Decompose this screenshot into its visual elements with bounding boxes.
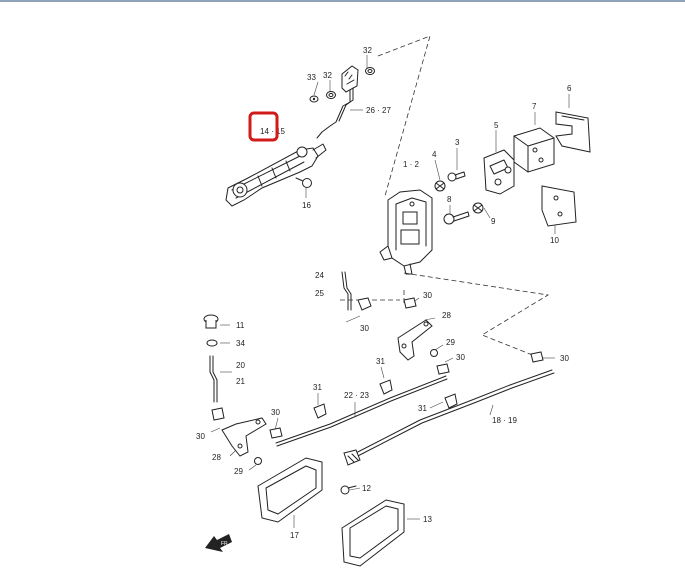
part-18-19-cable [343, 369, 555, 466]
callout-20: 20 [236, 361, 245, 370]
callout-22-23: 22 · 23 [344, 391, 369, 400]
callout-12: 12 [362, 484, 371, 493]
callout-3: 3 [455, 138, 460, 147]
part-4-washer [434, 180, 446, 192]
part-28-lever-lower [221, 417, 267, 457]
highlight-box [248, 111, 279, 142]
part-29-clip-lower [254, 457, 262, 465]
part-12-screw [340, 485, 357, 495]
part-3-screw [447, 171, 466, 182]
callout-28: 28 [442, 311, 451, 320]
callout-11: 11 [236, 321, 245, 330]
callout-33: 33 [307, 73, 316, 82]
part-24-25-rod [341, 271, 352, 311]
callout-30: 30 [360, 324, 369, 333]
callout-7: 7 [532, 102, 537, 111]
callout-5: 5 [494, 121, 499, 130]
part-31-clip-c [444, 393, 458, 409]
part-9-washer [472, 202, 484, 214]
part-30-clip-f [269, 427, 283, 439]
callout-28: 28 [212, 453, 221, 462]
reference-lines [340, 35, 550, 357]
part-32-washer-upper [365, 67, 375, 75]
top-border [0, 0, 685, 2]
part-5-striker [483, 149, 515, 195]
callout-10: 10 [550, 236, 559, 245]
callout-25: 25 [315, 289, 324, 298]
callout-9: 9 [491, 217, 496, 226]
callout-8: 8 [447, 195, 452, 204]
callout-31: 31 [376, 357, 385, 366]
callout-29: 29 [234, 467, 243, 476]
callout-30: 30 [271, 408, 280, 417]
part-6-plate [555, 111, 591, 153]
part-32-washer-lower [326, 91, 336, 99]
callout-30: 30 [423, 291, 432, 300]
callout-16: 16 [302, 201, 311, 210]
part-16-bolt [295, 177, 312, 188]
callout-29: 29 [446, 338, 455, 347]
callout-32: 32 [323, 71, 332, 80]
part-30-clip-d [530, 351, 544, 363]
part-20-21-rod [209, 355, 218, 403]
callout-34: 34 [236, 339, 245, 348]
callout-6: 6 [567, 84, 572, 93]
callout-31: 31 [418, 404, 427, 413]
part-1-2-door-lock [379, 189, 433, 275]
callout-18-19: 18 · 19 [492, 416, 517, 425]
part-28-lever-upper [397, 319, 433, 361]
callout-4: 4 [432, 150, 437, 159]
callout-30: 30 [456, 353, 465, 362]
callout-31: 31 [313, 383, 322, 392]
callout-26-27: 26 · 27 [366, 106, 391, 115]
part-30-clip-a [357, 297, 372, 311]
part-30-clip-c [436, 363, 450, 375]
part-26-27-rod-with-bracket [316, 65, 359, 139]
part-33-washer [309, 95, 319, 103]
callout-13: 13 [423, 515, 432, 524]
leader-lines [210, 55, 570, 528]
part-29-clip-upper [430, 349, 438, 357]
callout-21: 21 [236, 377, 245, 386]
part-31-clip-b [313, 403, 327, 419]
part-22-23-rod [275, 375, 448, 447]
part-7-shim [513, 127, 555, 173]
part-8-bolt [443, 211, 470, 225]
part-30-clip-e [211, 407, 225, 421]
front-arrow-icon: FR [205, 534, 232, 552]
callout-labels: 33 32 32 26 · 27 14 · 15 16 1 · 2 4 3 5 … [196, 46, 572, 540]
svg-text:FR: FR [221, 541, 228, 547]
part-17-handle-bezel [257, 457, 323, 523]
part-14-15-handle-assembly [225, 143, 327, 207]
callout-24: 24 [315, 271, 324, 280]
callout-1-2: 1 · 2 [403, 160, 420, 169]
part-34-spacer [206, 339, 218, 347]
part-30-clip-b [403, 297, 417, 309]
part-10-plate [541, 185, 577, 227]
callout-32: 32 [363, 46, 372, 55]
callout-14-15: 14 · 15 [260, 127, 285, 136]
callout-30: 30 [196, 432, 205, 441]
part-13-trim-seal [341, 499, 405, 567]
part-31-clip-a [379, 379, 393, 395]
callout-17: 17 [290, 531, 299, 540]
part-11-grommet [203, 314, 219, 329]
callout-30: 30 [560, 354, 569, 363]
